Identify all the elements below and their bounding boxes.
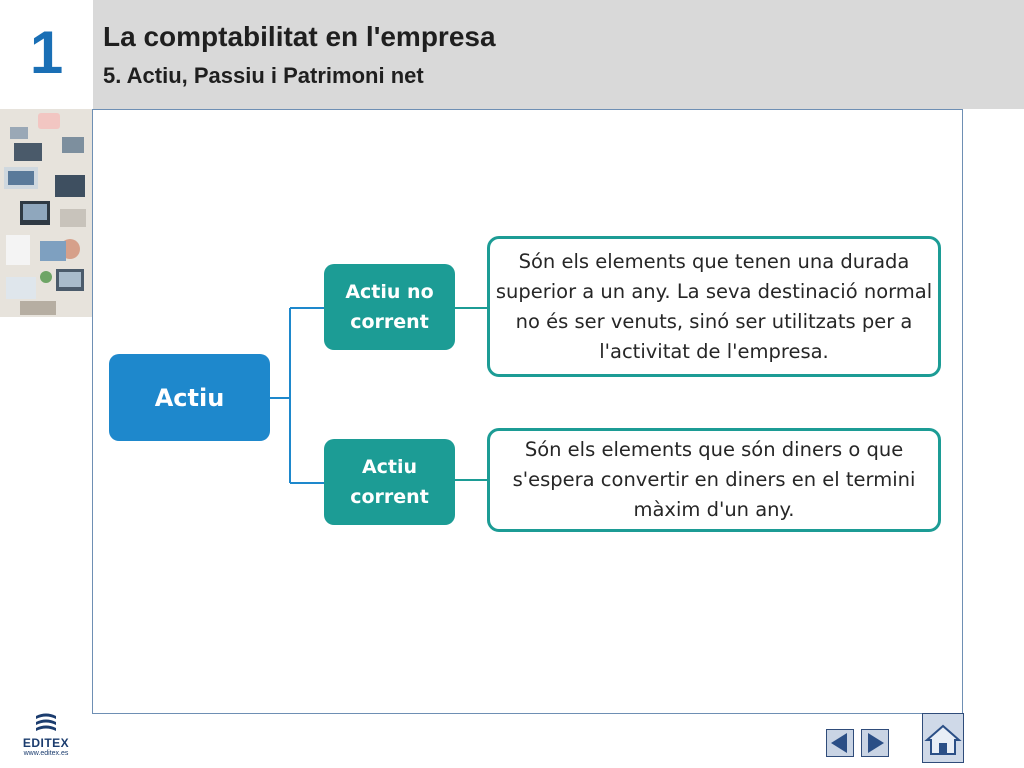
editex-logo-url: www.editex.es	[23, 750, 69, 757]
header-band	[0, 0, 1024, 109]
editex-mark-icon	[36, 713, 56, 731]
page-title: La comptabilitat en l'empresa	[103, 21, 496, 52]
page-subtitle: 5. Actiu, Passiu i Patrimoni net	[103, 63, 424, 88]
editex-logo-name: EDITEX	[22, 736, 70, 750]
node-actiu-no-corrent: Actiu no corrent	[324, 264, 455, 350]
home-button[interactable]	[922, 713, 964, 763]
chapter-number: 1	[29, 19, 64, 86]
root-node-label: Actiu	[154, 383, 225, 412]
description-text: Són els elements que tenen una durada su…	[495, 249, 933, 363]
root-node-actiu: Actiu	[109, 354, 270, 441]
prev-button[interactable]	[826, 729, 854, 757]
arrow-right-icon	[868, 733, 884, 753]
office-desk-photo	[0, 109, 93, 317]
arrow-left-icon	[831, 733, 847, 753]
chapter-cell: 1	[0, 0, 93, 109]
node-label: Actiu no corrent	[345, 281, 434, 333]
description-actiu-corrent: Són els elements que són diners o que s'…	[487, 428, 941, 532]
node-label: Actiu corrent	[350, 456, 429, 508]
next-button[interactable]	[861, 729, 889, 757]
editex-logo: EDITEX www.editex.es	[16, 712, 76, 760]
home-icon	[924, 724, 962, 755]
description-text: Són els elements que són diners o que s'…	[512, 438, 916, 521]
node-actiu-corrent: Actiu corrent	[324, 439, 455, 525]
description-actiu-no-corrent: Són els elements que tenen una durada su…	[487, 236, 941, 377]
